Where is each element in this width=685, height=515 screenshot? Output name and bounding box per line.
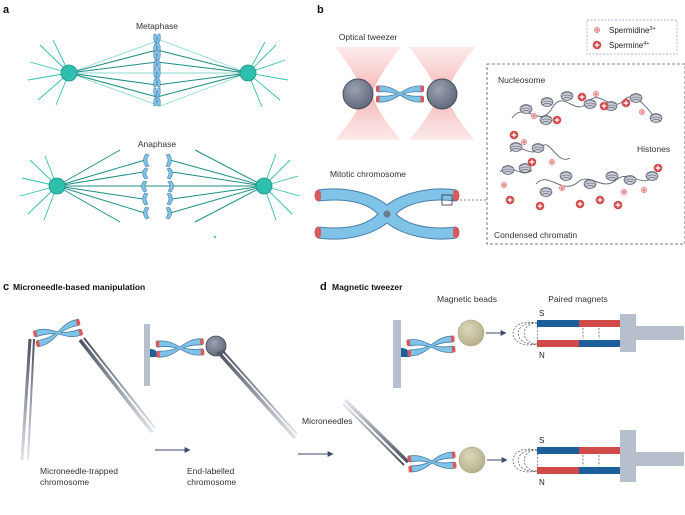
- panel-a-label: a: [3, 4, 10, 16]
- trapped-label-line1: Microneedle-trapped: [40, 466, 118, 476]
- endlabelled-label-line2: chromosome: [187, 477, 236, 487]
- south-label-bottom: S: [539, 436, 544, 445]
- nucleosome-label: Nucleosome: [498, 75, 546, 85]
- holder-c: [144, 324, 150, 386]
- spermine-label: Spermine: [609, 41, 644, 50]
- optical-tweezer-label: Optical tweezer: [339, 32, 398, 42]
- paired-magnets-label: Paired magnets: [548, 294, 608, 304]
- anaphase-label: Anaphase: [138, 139, 177, 149]
- charge-legend: Spermidine3+ Spermine4+: [586, 19, 678, 55]
- panel-c-title: Microneedle-based manipulation: [13, 282, 145, 292]
- mitotic-chromosome-label: Mitotic chromosome: [330, 169, 406, 179]
- spermidine-label: Spermidine: [609, 26, 650, 35]
- magnetic-setup-top: S N: [393, 309, 684, 388]
- centrosome-left: [60, 64, 78, 82]
- spermine-charge: 4+: [643, 41, 649, 47]
- magnetic-bead-bottom: [458, 446, 486, 474]
- magnetic-bead-top: [457, 319, 485, 347]
- microneedle-trapped-diagram: [20, 318, 156, 461]
- mitotic-chromosome-diagram: [314, 188, 487, 240]
- panel-d-title: Magnetic tweezer: [332, 282, 403, 292]
- south-label-top: S: [539, 309, 544, 318]
- north-label-bottom: N: [539, 478, 545, 487]
- panel-d-label: d: [320, 281, 327, 293]
- panel-b-label: b: [317, 4, 324, 16]
- endlabelled-label-line1: End-labelled: [187, 466, 235, 476]
- panel-c-label: c: [3, 281, 9, 293]
- metaphase-label: Metaphase: [136, 21, 178, 31]
- svg-text:Spermine4+: Spermine4+: [609, 41, 650, 50]
- optical-bead-right: [426, 78, 458, 110]
- magnetic-beads-label: Magnetic beads: [437, 294, 497, 304]
- svg-text:Spermidine3+: Spermidine3+: [609, 26, 656, 35]
- anaphase-centrosome-left: [48, 177, 66, 195]
- holder-d-top: [393, 320, 401, 388]
- end-labelled-diagram: [144, 324, 298, 440]
- optical-bead-left: [342, 78, 374, 110]
- optical-tweezer-diagram: [335, 47, 475, 140]
- condensed-chromatin-label: Condensed chromatin: [494, 230, 577, 240]
- anaphase-spindle: [19, 149, 301, 239]
- histones-label: Histones: [637, 144, 670, 154]
- spermidine-charge: 3+: [649, 26, 655, 32]
- anaphase-centrosome-right: [255, 177, 273, 195]
- microneedles-label: Microneedles: [302, 416, 353, 426]
- centrosome-right: [239, 64, 257, 82]
- trapped-label-line2: chromosome: [40, 477, 89, 487]
- bead-c: [205, 335, 227, 357]
- chromatin-inset: Nucleosome Histones Condensed chromatin: [486, 63, 685, 245]
- magnetic-setup-bottom: S N: [342, 398, 684, 487]
- north-label-top: N: [539, 351, 545, 360]
- metaphase-spindle: [27, 33, 289, 108]
